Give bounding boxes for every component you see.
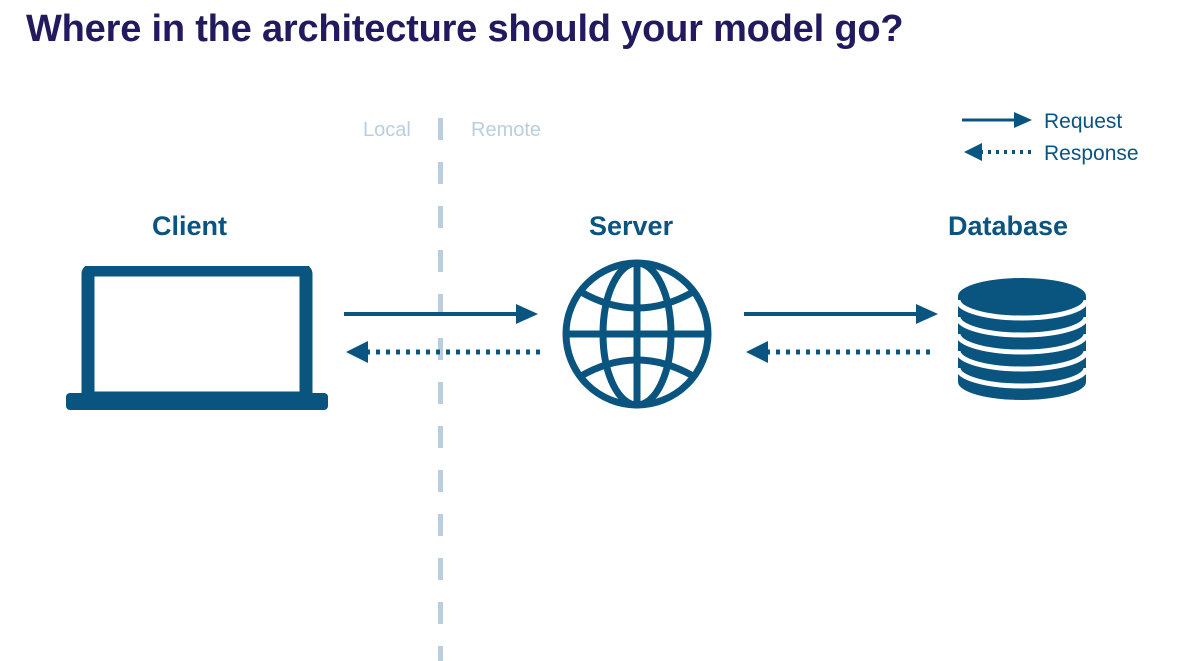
globe-icon — [561, 258, 713, 410]
arrow-request-client-server — [344, 304, 538, 324]
arrow-response-database-server — [746, 341, 932, 363]
connector-client-server — [344, 296, 544, 366]
boundary-label-remote: Remote — [471, 119, 542, 141]
page-title: Where in the architecture should your mo… — [26, 8, 904, 50]
database-icon — [952, 278, 1092, 406]
arrow-request-server-database — [744, 304, 938, 324]
node-label-server: Server — [589, 211, 674, 241]
connector-server-database — [744, 296, 944, 366]
arrow-response-server-client — [346, 341, 544, 363]
legend-label-response: Response — [1044, 142, 1139, 165]
arrow-left-dotted-icon — [962, 140, 1036, 172]
boundary-label-local: Local — [363, 119, 411, 141]
legend-item-response: Response — [962, 140, 1172, 172]
legend: Request Response — [962, 108, 1172, 172]
node-label-client: Client — [152, 211, 228, 241]
legend-label-request: Request — [1044, 110, 1123, 133]
arrow-right-solid-icon — [962, 108, 1036, 140]
legend-item-request: Request — [962, 108, 1172, 140]
laptop-icon — [62, 263, 332, 416]
node-label-database: Database — [948, 211, 1069, 241]
local-remote-divider — [438, 118, 443, 661]
